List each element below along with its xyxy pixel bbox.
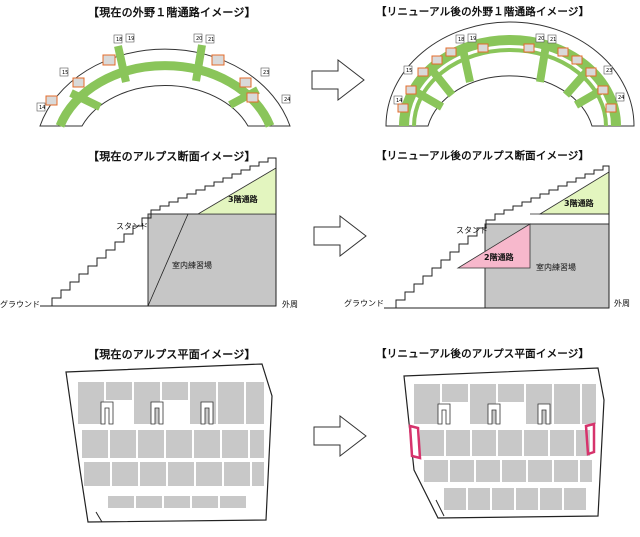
- third-floor-aisle-label-current: 3階通路: [228, 194, 259, 204]
- gate-renewal-24: 24: [618, 95, 624, 101]
- arrow-row2: [313, 215, 367, 257]
- second-floor-aisle-label-renewal: 2階通路: [484, 252, 515, 262]
- gate-15: 15: [62, 70, 68, 76]
- gate-renewal-18: 18: [458, 37, 464, 43]
- gate-18: 18: [116, 37, 122, 43]
- gate-20: 20: [196, 36, 202, 42]
- gate-renewal-20: 20: [538, 36, 544, 42]
- gate-markers: 14 15 18 19 20 21 23 24: [36, 33, 290, 112]
- title-arc-renewal: 【リニューアル後の外野１階通路イメージ】: [376, 6, 590, 18]
- outside-label-renewal: 外周: [614, 298, 630, 308]
- title-section-renewal: 【リニューアル後のアルプス断面イメージ】: [376, 150, 590, 162]
- gate-renewal-14: 14: [396, 98, 402, 104]
- third-floor-aisle-current: [196, 167, 277, 215]
- title-arc-current: 【現在の外野１階通路イメージ】: [88, 6, 256, 19]
- third-floor-aisle-label-renewal: 3階通路: [564, 198, 595, 208]
- indoor-practice-label-current: 室内練習場: [172, 260, 212, 270]
- title-plan-current: 【現在のアルプス平面イメージ】: [88, 348, 256, 361]
- arrow-row1: [311, 59, 365, 101]
- ground-label-current: グラウンド: [0, 299, 40, 309]
- indoor-practice-label-renewal: 室内練習場: [536, 262, 576, 272]
- section-current: 3階通路 室内練習場 スタンド グラウンド 外周: [0, 157, 298, 309]
- indoor-practice-area-current: [147, 213, 277, 307]
- ground-label-renewal: グラウンド: [344, 298, 384, 308]
- arrow-row3: [313, 415, 367, 457]
- title-section-current: 【現在のアルプス断面イメージ】: [88, 150, 256, 163]
- gate-19: 19: [128, 36, 134, 42]
- gate-renewal-19: 19: [470, 36, 476, 42]
- stand-label-renewal: スタンド: [456, 226, 488, 235]
- gate-renewal-15: 15: [406, 68, 412, 74]
- gate-21: 21: [208, 37, 214, 43]
- title-plan-renewal: 【リニューアル後のアルプス平面イメージ】: [376, 348, 590, 360]
- second-floor-aisle-renewal: [456, 223, 531, 269]
- new-side-passages: [408, 422, 596, 460]
- stand-label-current: スタンド: [116, 222, 148, 231]
- plan-renewal: [403, 367, 605, 519]
- gate-23: 23: [263, 70, 269, 76]
- arc-current: 14 15 18 19 20 21 23 24: [36, 33, 291, 128]
- gate-14: 14: [39, 105, 45, 111]
- gate-renewal-21: 21: [550, 37, 556, 43]
- gate-renewal-23: 23: [606, 68, 612, 74]
- plan-current: [65, 363, 273, 523]
- outside-label-current: 外周: [282, 299, 298, 309]
- section-renewal: 3階通路 2階通路 室内練習場 スタンド グラウンド 外周: [344, 165, 630, 309]
- arc-renewal: 14 15 18 19 20 21 23 24: [385, 21, 635, 127]
- gate-24: 24: [284, 97, 290, 103]
